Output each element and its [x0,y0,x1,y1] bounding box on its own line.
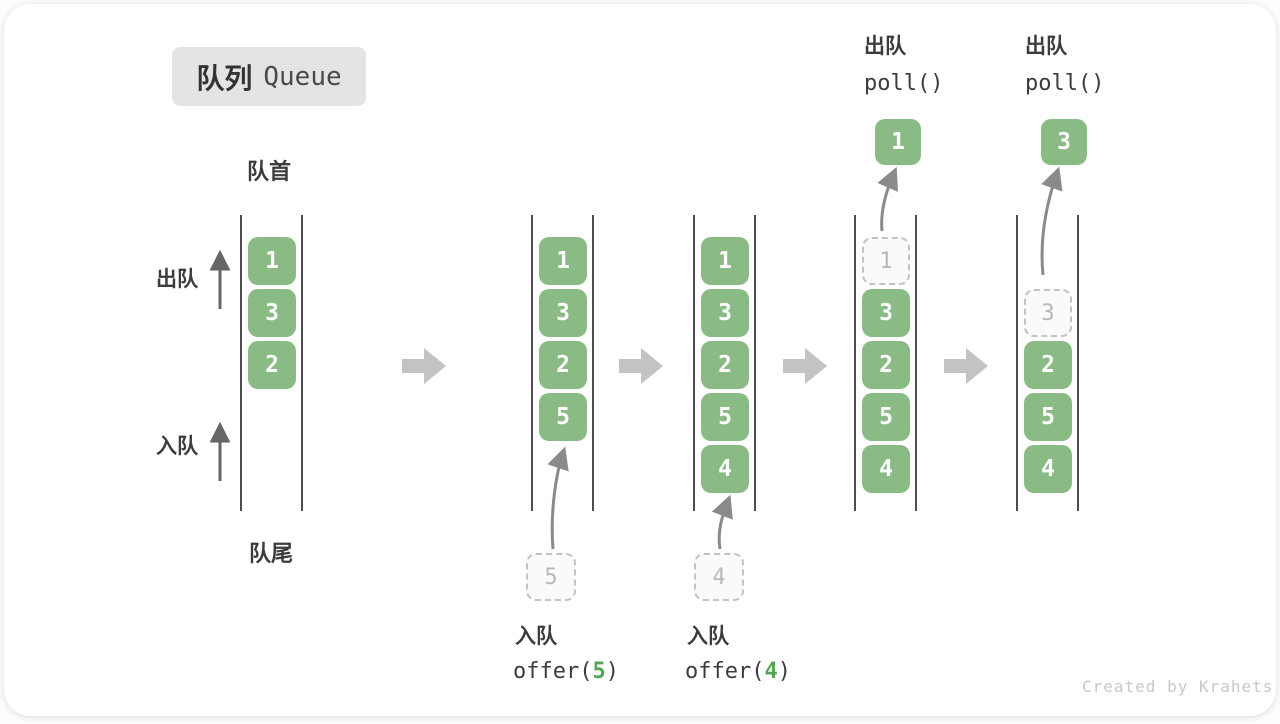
queue-item: 4 [862,445,910,493]
queue-item: 2 [539,341,587,389]
code-text: offer( [513,659,593,684]
queue-wall [301,215,303,511]
queue-item: 3 [701,289,749,337]
queue-wall [854,215,856,511]
queue-item: 1 [248,237,296,285]
queue-wall [531,215,533,511]
queue-item: 5 [1024,393,1072,441]
polled-item: 1 [875,119,921,165]
code-text: offer( [685,659,765,684]
queue-item: 3 [248,289,296,337]
queue-wall [592,215,594,511]
label-dequeue-op-1: 出队 [864,35,906,58]
queue-wall [1016,215,1018,511]
queue-item: 5 [539,393,587,441]
queue-item: 2 [1024,341,1072,389]
queue-wall [1077,215,1079,511]
label-enqueue-left: 入队 [156,435,198,458]
queue-item: 3 [539,289,587,337]
queue-item: 2 [862,341,910,389]
queue-item: 4 [701,445,749,493]
queue-wall [754,215,756,511]
queue-item: 2 [701,341,749,389]
code-poll-2: poll() [1025,71,1105,96]
queue-wall [693,215,695,511]
flow-arrow-1 [402,348,446,384]
queue-item: 2 [248,341,296,389]
label-enqueue-op-4: 入队 [687,625,729,648]
code-arg: 4 [764,659,778,684]
code-text: ) [777,659,791,684]
title-en: Queue [263,61,342,92]
polled-item: 3 [1041,119,1087,165]
queue-item: 1 [701,237,749,285]
title-zh: 队列 [196,62,253,94]
queue-wall [240,215,242,511]
flow-arrow-4 [944,348,988,384]
queue-item-pending: 4 [694,553,744,601]
queue-item: 4 [1024,445,1072,493]
code-offer-4: offer(4) [685,658,791,686]
title-badge: 队列 Queue [172,47,366,106]
label-queue-front: 队首 [247,159,292,184]
flow-arrow-3 [783,348,827,384]
dequeue-3-arrow [1040,166,1063,276]
code-poll-1: poll() [864,71,944,96]
code-offer-5: offer(5) [513,658,619,686]
arrows-overlay [209,166,1063,550]
queue-item-removed: 3 [1024,289,1072,337]
label-queue-rear: 队尾 [249,541,294,566]
enqueue-4-arrow [711,494,733,550]
queue-item: 1 [539,237,587,285]
label-dequeue-left: 出队 [156,268,198,291]
queue-item: 5 [701,393,749,441]
watermark: Created by Krahets [1082,677,1274,696]
diagram-card: 队列 Queue 队首 队尾 出队 入队 1 3 2 1 3 2 5 5 入队 … [4,4,1276,716]
code-text: ) [605,659,619,684]
queue-item: 3 [862,289,910,337]
label-dequeue-op-2: 出队 [1025,35,1067,58]
queue-item-removed: 1 [862,237,910,285]
code-arg: 5 [592,659,606,684]
flow-arrow-2 [619,348,663,384]
label-enqueue-op-5: 入队 [515,625,557,648]
queue-item: 5 [862,393,910,441]
enqueue-5-arrow [547,446,569,550]
queue-item-pending: 5 [526,553,576,601]
dequeue-1-arrow [877,166,898,232]
queue-wall [915,215,917,511]
